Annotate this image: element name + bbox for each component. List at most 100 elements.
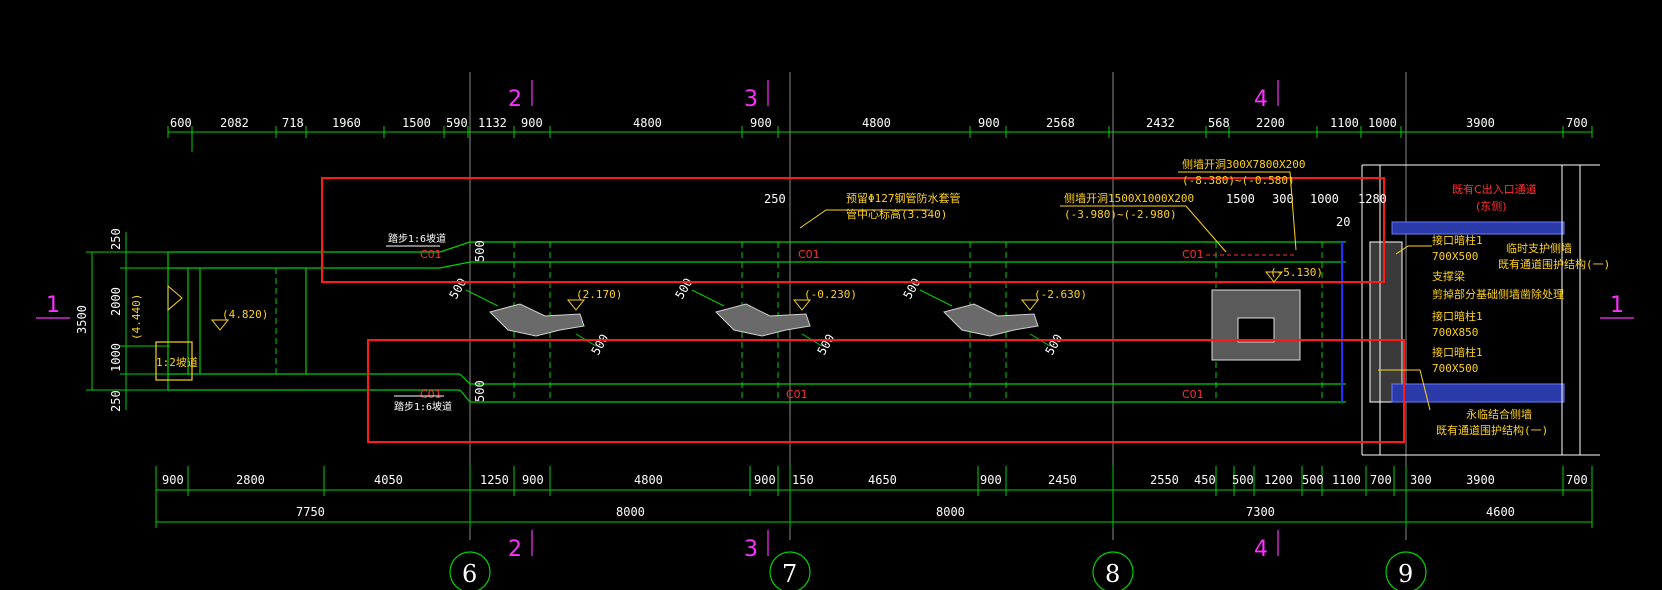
bottom-dim: 1250 [480, 473, 509, 487]
right-note: 临时支护侧墙 [1506, 241, 1572, 255]
bottom-total: 8000 [936, 505, 965, 519]
left-total: 3500 [75, 305, 89, 334]
elevation-marks [210, 271, 1284, 331]
ramp-annotations: 踏步1:6坡道 踏步1:6坡道 [386, 232, 452, 413]
top-dim: 2432 [1146, 116, 1175, 130]
existing-passage-label: (东侧) [1476, 200, 1507, 213]
opening-note: (-3.980)~(-2.980) [1064, 208, 1177, 221]
top-dim: 4800 [862, 116, 891, 130]
elevation-label: (2.170) [576, 288, 622, 301]
top-dim: 900 [978, 116, 1000, 130]
pipe-note: 预留Φ127钢管防水套管 [846, 191, 961, 205]
slope-dim: 500 [588, 332, 611, 358]
top-dim: 1100 [1330, 116, 1359, 130]
top-dim: 718 [282, 116, 304, 130]
wall-500: 500 [473, 380, 487, 402]
ramp-box-label: 1:2坡道 [156, 355, 198, 369]
c01-labels: C01 C01 C01 C01 C01 C01 [420, 248, 1204, 401]
top-dimension-texts: 600 2082 718 1960 1500 590 1132 900 4800… [170, 116, 1588, 130]
highlight-lower [367, 339, 1405, 443]
axis-number: 6 [462, 560, 477, 588]
axis-number: 8 [1105, 560, 1120, 588]
top-dim: 1132 [478, 116, 507, 130]
sub-dim: 1280 [1358, 192, 1387, 206]
slope-dim: 500 [672, 276, 695, 302]
bottom-dim: 450 [1194, 473, 1216, 487]
section-mark-top: 4 [1254, 87, 1268, 112]
elevation-label: (-2.630) [1034, 288, 1087, 301]
right-note: 既有通道围护结构(一) [1498, 257, 1610, 271]
section-mark-bottom: 4 [1254, 537, 1268, 562]
bottom-dimension-texts: 900 2800 4050 1250 900 4800 900 150 4650… [162, 473, 1588, 519]
pipe-note: 管中心标高(3.340) [846, 207, 947, 221]
bottom-dim: 150 [792, 473, 814, 487]
c01-label: C01 [798, 248, 820, 261]
c01-label: C01 [1182, 388, 1204, 401]
top-dim: 1500 [402, 116, 431, 130]
left-dim: 1000 [109, 343, 123, 372]
bottom-dim: 900 [522, 473, 544, 487]
right-note: 永临结合侧墙 [1466, 407, 1532, 421]
opening-note: 侧墙开洞300X7800X200 [1182, 157, 1305, 171]
elevation-texts: (4.820) (2.170) (-0.230) (-2.630) (-5.13… [130, 266, 1323, 340]
top-dim: 1960 [332, 116, 361, 130]
side-mark: 1 [46, 293, 60, 318]
axis-bubbles [449, 551, 1427, 590]
top-dim: 2082 [220, 116, 249, 130]
bottom-dim: 2800 [236, 473, 265, 487]
top-dimension-line [167, 126, 1593, 152]
ramp-box: 1:2坡道 [155, 284, 198, 381]
bottom-dim: 1100 [1332, 473, 1361, 487]
highlight-boxes [321, 177, 1405, 443]
top-dim: 568 [1208, 116, 1230, 130]
bottom-dim: 700 [1566, 473, 1588, 487]
right-note: 既有通道围护结构(一) [1436, 423, 1548, 437]
section-mark-top: 3 [744, 87, 758, 112]
right-note: 支撑梁 [1432, 269, 1465, 283]
sub-dim: 1500 [1226, 192, 1255, 206]
highlight-upper [321, 177, 1385, 283]
bottom-dim: 4800 [634, 473, 663, 487]
right-note: 接口暗柱1 [1432, 309, 1483, 323]
top-dim: 900 [521, 116, 543, 130]
right-note: 700X500 [1432, 250, 1478, 263]
bottom-dim: 300 [1410, 473, 1432, 487]
top-dim: 3900 [1466, 116, 1495, 130]
top-dim: 1000 [1368, 116, 1397, 130]
section-mark-bottom: 2 [508, 537, 522, 562]
bottom-dim: 900 [980, 473, 1002, 487]
c01-label: C01 [420, 248, 442, 261]
bottom-dim: 3900 [1466, 473, 1495, 487]
sub-dims: 250 1500 300 1000 1280 20 500 500 [473, 192, 1387, 402]
c01-label: C01 [420, 388, 442, 401]
section-mark-top: 2 [508, 87, 522, 112]
section-mark-bottom: 3 [744, 537, 758, 562]
bottom-total: 7750 [296, 505, 325, 519]
ramp-label-bottom: 踏步1:6坡道 [394, 400, 452, 413]
axis-number: 9 [1398, 560, 1413, 588]
left-dimension-texts: 250 2000 1000 250 3500 [75, 228, 123, 412]
top-dim: 700 [1566, 116, 1588, 130]
section-marker-texts: 2 3 4 2 3 4 1 1 [46, 87, 1624, 562]
axis-number: 7 [782, 560, 797, 588]
wall-500: 500 [473, 240, 487, 262]
bottom-dim: 500 [1232, 473, 1254, 487]
existing-structure [1206, 164, 1600, 456]
right-note: 剪掉部分基础侧墙凿除处理 [1432, 287, 1564, 301]
bottom-total: 7300 [1246, 505, 1275, 519]
opening-note: (-8.380)~(-0.580) [1182, 174, 1295, 187]
c01-label: C01 [786, 388, 808, 401]
top-dim: 2568 [1046, 116, 1075, 130]
slope-dim: 500 [446, 276, 469, 302]
bottom-dim: 4050 [374, 473, 403, 487]
sub-dim: 1000 [1310, 192, 1339, 206]
left-dimension-line [86, 232, 170, 410]
axis-lines [469, 72, 1407, 540]
side-mark: 1 [1610, 293, 1624, 318]
elevation-label: (4.820) [222, 308, 268, 321]
section-markers [36, 80, 1634, 556]
stair-landings [489, 303, 1039, 337]
leader-lines [799, 171, 1432, 411]
bottom-total: 8000 [616, 505, 645, 519]
